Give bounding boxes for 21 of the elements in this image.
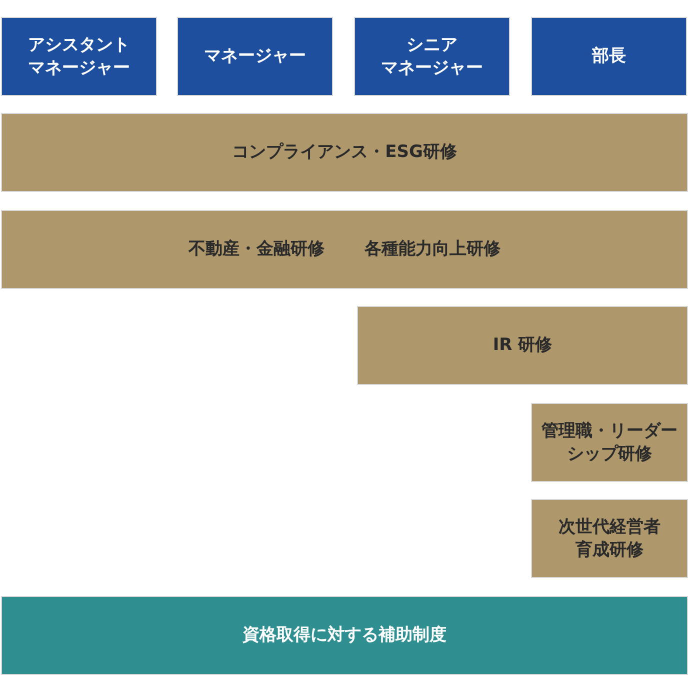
box-label: IR 研修	[492, 334, 552, 357]
box-label: コンプライアンス・ESG研修	[232, 141, 457, 164]
level-box	[532, 18, 686, 95]
box-label: 資格取得に対する補助制度	[242, 624, 446, 647]
box-label: 次世代経営者育成研修	[558, 516, 660, 562]
level-box	[355, 18, 509, 95]
training-bar	[532, 404, 687, 481]
box-label: 各種能力向上研修	[364, 238, 500, 261]
box-label: アシスタントマネージャー	[28, 34, 130, 80]
training-bar	[2, 114, 687, 191]
level-box	[178, 18, 332, 95]
box-label: 不動産・金融研修	[188, 238, 324, 261]
training-bar	[532, 500, 687, 577]
box-label: 管理職・リーダーシップ研修	[542, 420, 678, 466]
box-label: 部長	[592, 45, 626, 68]
training-bar	[358, 307, 687, 384]
box-label: マネージャー	[204, 45, 306, 68]
support-bar	[2, 597, 687, 674]
training-bar	[2, 211, 687, 288]
level-box	[2, 18, 156, 95]
box-label: シニアマネージャー	[381, 34, 483, 80]
